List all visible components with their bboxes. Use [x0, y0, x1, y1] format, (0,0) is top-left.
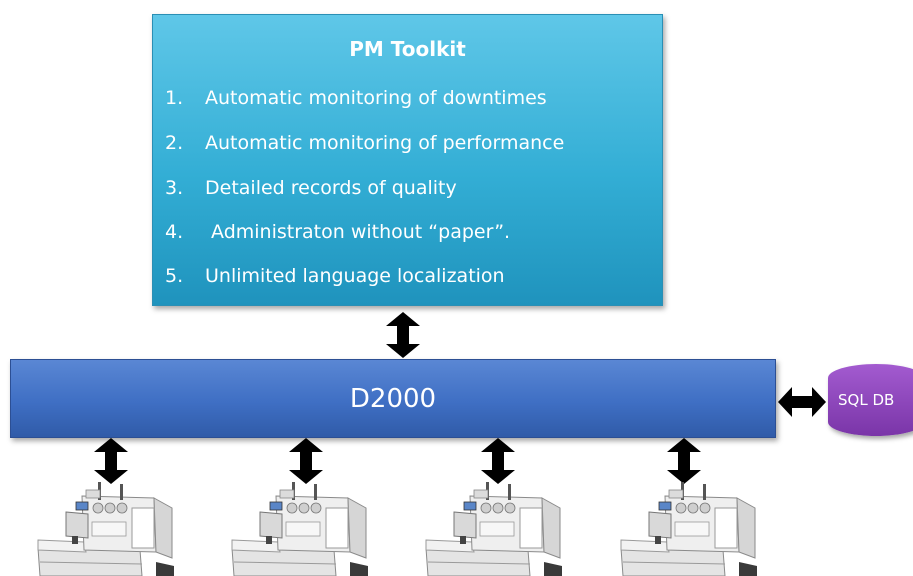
double-arrow-vertical-icon — [94, 438, 128, 484]
item-text: Automatic monitoring of downtimes — [205, 87, 547, 109]
item-number: 1. — [165, 87, 184, 109]
sewing-machine-icon — [36, 478, 176, 576]
sql-db-label: SQL DB — [838, 391, 895, 409]
pm-toolkit-item: 4. Administraton without “paper”. — [165, 221, 510, 243]
double-arrow-vertical-icon — [289, 438, 323, 484]
sewing-machine-icon — [619, 478, 759, 576]
item-number: 5. — [165, 265, 184, 287]
double-arrow-vertical-icon — [667, 438, 701, 484]
item-number: 2. — [165, 132, 184, 154]
d2000-label: D2000 — [349, 383, 437, 414]
double-arrow-vertical-icon — [481, 438, 515, 484]
item-text: Unlimited language localization — [205, 265, 505, 287]
sql-db-cylinder: SQL DB — [828, 364, 913, 436]
item-text: Detailed records of quality — [205, 177, 457, 199]
item-number: 4. — [165, 221, 184, 243]
item-number: 3. — [165, 177, 184, 199]
sewing-machine-icon — [230, 478, 370, 576]
double-arrow-vertical-icon — [386, 312, 420, 358]
pm-toolkit-item: 3. Detailed records of quality — [165, 177, 457, 199]
pm-toolkit-item: 5. Unlimited language localization — [165, 265, 505, 287]
pm-toolkit-title: PM Toolkit — [349, 37, 466, 61]
pm-toolkit-item: 1. Automatic monitoring of downtimes — [165, 87, 547, 109]
d2000-bar: D2000 — [10, 359, 776, 438]
item-text: Automatic monitoring of performance — [205, 132, 565, 154]
item-text: Administraton without “paper”. — [205, 221, 511, 243]
sewing-machine-icon — [424, 478, 564, 576]
pm-toolkit-item: 2. Automatic monitoring of performance — [165, 132, 564, 154]
double-arrow-horizontal-icon — [778, 387, 826, 417]
pm-toolkit-box: PM Toolkit 1. Automatic monitoring of dow… — [152, 14, 663, 306]
